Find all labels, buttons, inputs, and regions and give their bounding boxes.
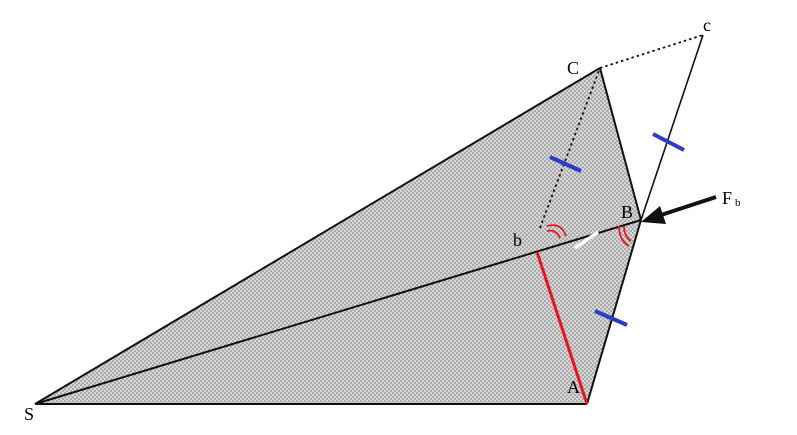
label-c: c bbox=[703, 15, 711, 35]
label-b: b bbox=[513, 230, 522, 250]
dotted-line-b-C bbox=[539, 67, 601, 229]
angle-arc-B-1 bbox=[623, 225, 632, 242]
line-S-B bbox=[34, 219, 642, 405]
line-A-B bbox=[586, 219, 642, 405]
shaded-area-triangle bbox=[35, 68, 641, 404]
dotted-line-C-c bbox=[599, 34, 704, 69]
red-height-line bbox=[535, 251, 589, 405]
force-arrow-shaft bbox=[657, 195, 717, 218]
white-tick-mark bbox=[574, 230, 599, 250]
blue-tick-mark-1 bbox=[549, 155, 582, 173]
label-C: C bbox=[567, 58, 579, 78]
angle-arc-b-2 bbox=[546, 224, 567, 237]
force-arrow-head bbox=[641, 206, 666, 224]
blue-tick-mark-3 bbox=[594, 309, 628, 327]
label-A: A bbox=[567, 377, 580, 397]
blue-tick-mark-2 bbox=[652, 132, 685, 152]
label-S: S bbox=[24, 404, 34, 424]
angle-arc-B-2 bbox=[618, 225, 630, 247]
line-S-C bbox=[34, 67, 601, 405]
line-B-c bbox=[640, 34, 704, 221]
label-F-subscript: b bbox=[735, 197, 741, 209]
angle-arc-b-1 bbox=[546, 229, 561, 239]
label-B: B bbox=[621, 202, 633, 222]
line-B-C bbox=[599, 67, 642, 221]
label-F: F bbox=[722, 188, 732, 208]
